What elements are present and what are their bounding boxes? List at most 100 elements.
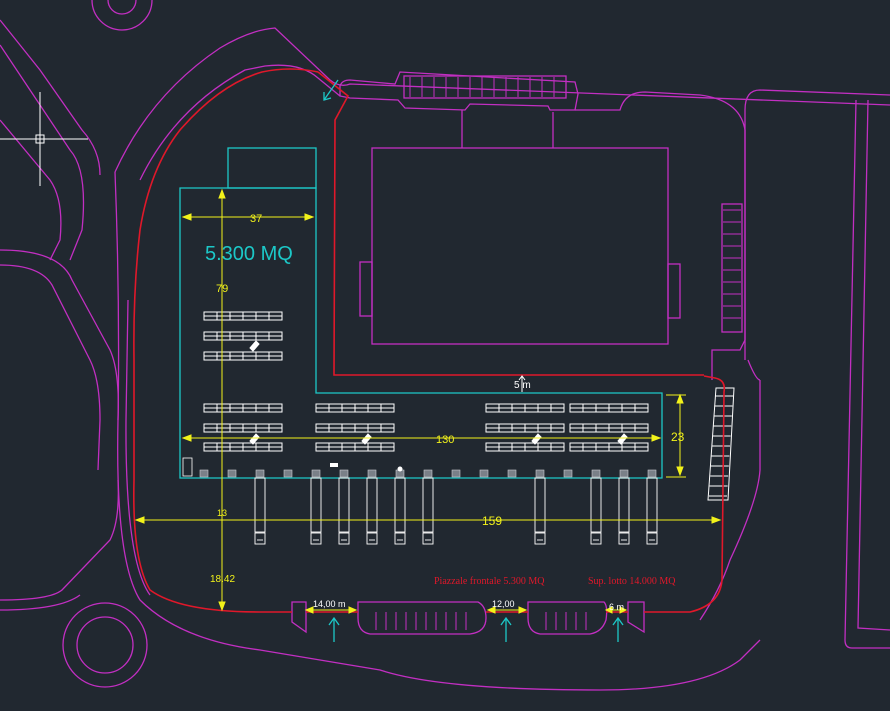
parking-stalls-top <box>403 75 567 99</box>
truck-icon <box>366 477 378 545</box>
rack-row <box>485 423 565 433</box>
dim-front-depth-label: 18.42 <box>210 574 235 585</box>
plot-right-edge-d <box>699 380 761 621</box>
dim-corridor-label: 5 m <box>514 380 531 391</box>
rack-row <box>569 403 649 413</box>
road-edge-f <box>0 479 119 601</box>
dock-door <box>199 469 209 478</box>
dock-door <box>283 469 293 478</box>
neighbour-building-wing-left <box>359 261 373 317</box>
dock-door <box>255 469 265 478</box>
plot-right-edge-b <box>844 99 890 649</box>
neighbour-building-wing-right <box>667 263 681 319</box>
plot-right-edge-c <box>857 99 890 631</box>
dock-door <box>451 469 461 478</box>
gate-island-1 <box>357 601 487 635</box>
gate-curb-2 <box>627 601 645 634</box>
entrance-arrow-icon <box>323 79 624 642</box>
truck-icon <box>330 463 338 467</box>
truck-icon <box>394 477 406 545</box>
truck-icon <box>646 477 658 545</box>
dim-total-length-label: 159 <box>482 514 502 528</box>
rack-row <box>569 423 649 433</box>
warehouse <box>179 147 663 479</box>
truck-icon <box>310 477 322 545</box>
crosshair-cursor-icon <box>0 92 88 186</box>
dim-width-top-label: 37 <box>250 213 262 225</box>
dock-door <box>423 469 433 478</box>
area-main-label: 5.300 MQ <box>205 243 293 265</box>
rack-row <box>203 442 283 452</box>
rack-row <box>485 442 565 452</box>
lot-boundary <box>133 68 726 613</box>
forklift-icon <box>361 433 372 445</box>
truck-icon <box>618 477 630 545</box>
dock-door <box>311 469 321 478</box>
neighbour-building <box>371 147 669 345</box>
truck-icon <box>338 477 350 545</box>
forklift-icon <box>249 340 260 352</box>
rack-row <box>203 331 283 341</box>
neighbour-entrance-block <box>339 71 579 111</box>
rack-row <box>315 423 395 433</box>
neighbour-right-curb <box>575 91 746 380</box>
dim-gate-1-label: 14,00 m <box>313 599 346 609</box>
dock-door <box>339 469 349 478</box>
gate-island-2 <box>527 601 608 635</box>
forklift-icon <box>249 433 260 445</box>
corridor-dimension <box>518 375 526 392</box>
truck-icon <box>254 477 266 545</box>
dim-length-main-label: 130 <box>436 434 454 446</box>
rack-row <box>485 403 565 413</box>
site-boundary-left-inner <box>125 299 151 596</box>
dim-offset-left-label: 13 <box>217 508 227 518</box>
road-edge-c <box>0 119 62 261</box>
rack-row <box>203 423 283 433</box>
dim-gate-3-label: 6 m <box>609 602 624 612</box>
plot-right-joint <box>747 359 761 381</box>
parking-stall-lines <box>375 77 741 630</box>
road-edge-a <box>0 19 101 176</box>
dock-door <box>535 469 545 478</box>
truck-icon <box>422 477 434 545</box>
site-boundary-left-bottom <box>114 171 761 691</box>
parking-stalls-right <box>721 203 743 333</box>
forklift-icon <box>617 433 628 445</box>
warehouse-footprint <box>179 187 663 479</box>
truck-icon <box>534 477 546 545</box>
rack-row <box>203 403 283 413</box>
roundabout-bottom-outer <box>62 602 148 688</box>
dock-door <box>479 469 489 478</box>
road-edge-d <box>0 264 101 471</box>
person-icon <box>397 466 403 472</box>
rack-row <box>569 442 649 452</box>
rack-row <box>315 442 395 452</box>
stair-block <box>182 457 193 477</box>
truck-icon <box>590 477 602 545</box>
plot-right-edge-a <box>744 89 890 360</box>
rack-row <box>315 403 395 413</box>
roundabout-top-inner <box>107 0 137 15</box>
gate-curb-1 <box>291 601 307 634</box>
dim-depth-left-label: 79 <box>216 283 228 295</box>
rack-row <box>203 311 283 321</box>
dock-door <box>647 469 657 478</box>
rack-row <box>203 351 283 361</box>
roundabout-bottom-inner <box>76 616 134 674</box>
site-boundary-top-outer <box>114 27 890 173</box>
road-edge-g <box>0 594 81 611</box>
dock-door <box>591 469 601 478</box>
storage-racks <box>203 311 649 452</box>
loading-docks <box>182 457 658 545</box>
dim-gate-2-label: 12,00 <box>492 599 515 609</box>
dock-door <box>367 469 377 478</box>
roundabout-top-outer <box>91 0 153 31</box>
dock-door <box>563 469 573 478</box>
note-forecourt: Piazzale frontale 5.300 MQ <box>434 576 545 587</box>
dock-door <box>619 469 629 478</box>
road-edge-b <box>0 44 85 261</box>
forklift-icon <box>531 433 542 445</box>
dock-door <box>227 469 237 478</box>
dimension-lines <box>134 188 722 614</box>
